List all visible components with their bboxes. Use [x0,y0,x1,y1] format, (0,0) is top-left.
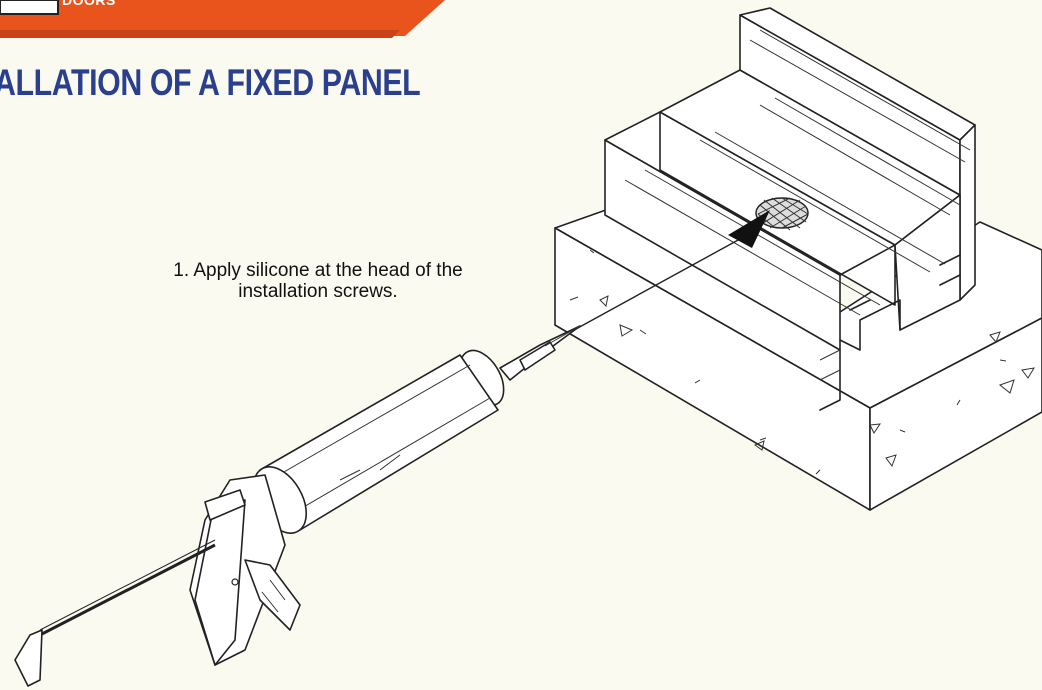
step-instruction: 1. Apply silicone at the head of the ins… [118,260,518,302]
caulking-gun [14,325,581,687]
silicone-spot [755,197,809,231]
brand-name: DOORS [62,0,116,8]
header-banner [0,0,445,38]
page-title: ALLATION OF A FIXED PANEL [0,62,421,103]
direction-arrow-icon [544,210,770,347]
logo-box-icon [0,0,59,15]
step-text-line-2: installation screws. [238,281,398,302]
step-text-line-1: 1. Apply silicone at the head of the [173,260,463,281]
